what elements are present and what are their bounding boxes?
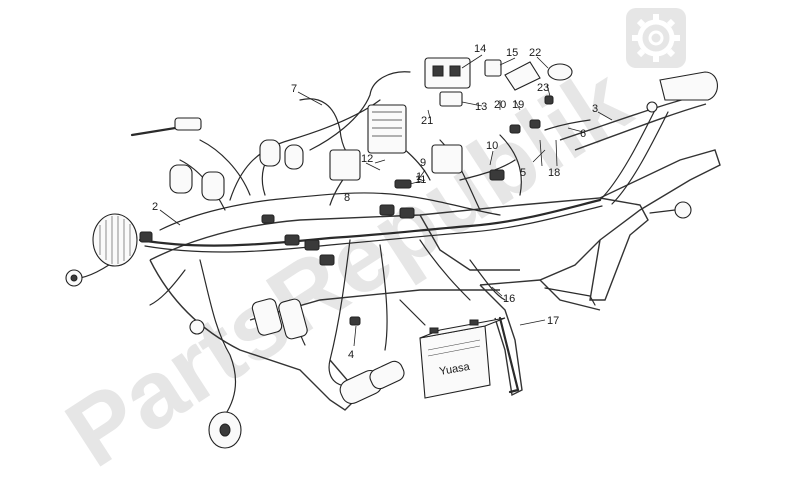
- battery: Yuasa: [419, 317, 506, 399]
- lower-horn: [208, 411, 242, 449]
- callout-22: 22: [529, 47, 541, 59]
- gear-icon: [626, 8, 686, 68]
- ignition-coils: [169, 139, 304, 201]
- ground-strap: [544, 287, 596, 306]
- headlight: [92, 213, 138, 267]
- callout-20: 20: [494, 99, 506, 111]
- callout-12: 12: [361, 153, 373, 165]
- callout-19: 19: [512, 99, 524, 111]
- callout-4: 4: [348, 349, 354, 361]
- callout-6: 6: [580, 128, 586, 140]
- horn: [65, 269, 83, 287]
- battery-brand: Yuasa: [438, 361, 471, 378]
- callout-labels: 1 2 3 4 5 6 7 8 9 10 11 12 13 14 15 16 1…: [152, 43, 598, 361]
- callout-23: 23: [537, 82, 549, 94]
- callout-21: 21: [421, 115, 433, 127]
- callout-18: 18: [548, 167, 560, 179]
- turn-signal: [649, 201, 692, 219]
- callout-15: 15: [506, 47, 518, 59]
- callout-11: 11: [415, 174, 426, 186]
- leader-lines: [159, 54, 613, 347]
- callout-7: 7: [291, 83, 297, 95]
- callout-16: 16: [503, 293, 515, 305]
- callout-8: 8: [344, 192, 350, 204]
- connectors: [139, 95, 554, 326]
- components: Yuasa: [65, 57, 718, 449]
- regulator: [251, 298, 308, 340]
- callout-14: 14: [474, 43, 486, 55]
- watermark: PartsRepublik: [48, 8, 686, 488]
- side-stand: [498, 316, 520, 394]
- relay-block: [329, 104, 463, 181]
- starter-motor: [339, 360, 405, 405]
- callout-9: 9: [420, 157, 426, 169]
- callout-2: 2: [152, 201, 158, 213]
- tail-light: [646, 71, 718, 113]
- callout-13: 13: [475, 101, 487, 113]
- callout-3: 3: [592, 103, 598, 115]
- callout-10: 10: [486, 140, 498, 152]
- watermark-text: PartsRepublik: [48, 46, 648, 488]
- callout-1: 1: [416, 171, 422, 183]
- sensor: [189, 319, 205, 335]
- callout-5: 5: [520, 167, 526, 179]
- callout-17: 17: [547, 315, 559, 327]
- harness-wires: [79, 71, 669, 416]
- handlebar-lever: [130, 117, 202, 137]
- fuse-box: [424, 57, 573, 107]
